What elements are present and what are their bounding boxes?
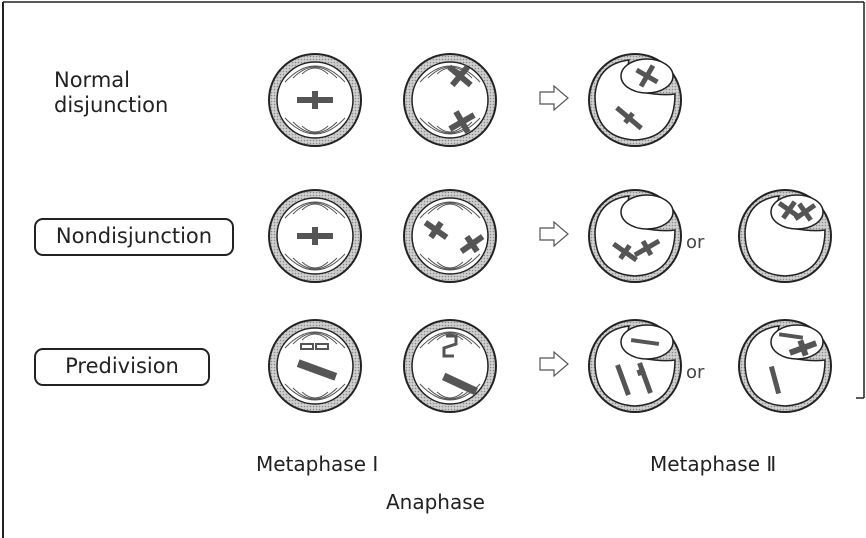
cell-metaphase1-nondisjunction (269, 190, 361, 282)
label-normal-disjunction: Normal disjunction (54, 68, 168, 118)
row-predivision (269, 320, 831, 412)
arrow-nondisjunction (540, 222, 568, 246)
row-normal (269, 54, 681, 146)
cell-metaphase2-nondisjunction-a (589, 190, 681, 282)
cell-metaphase2-predivision-a (589, 320, 681, 412)
label-nondisjunction: Nondisjunction (34, 218, 234, 256)
cell-anaphase-predivision (404, 320, 496, 412)
stage-label-metaphase1: Metaphase Ⅰ (256, 452, 378, 476)
or-label-nondisjunction: or (686, 232, 704, 253)
row-nondisjunction (269, 190, 831, 282)
cell-metaphase2-nondisjunction-b (739, 190, 831, 282)
cell-anaphase-nondisjunction (404, 190, 496, 282)
or-label-predivision: or (686, 362, 704, 383)
cell-metaphase1-predivision (269, 320, 361, 412)
label-predivision-text: Predivision (65, 354, 179, 378)
stage-label-metaphase2: Metaphase Ⅱ (650, 452, 776, 476)
label-nondisjunction-text: Nondisjunction (56, 224, 212, 248)
arrow-normal (540, 86, 568, 110)
stage-label-anaphase: Anaphase (386, 490, 485, 514)
cell-metaphase2-normal (589, 54, 681, 146)
arrow-predivision (540, 352, 568, 376)
cell-metaphase1-normal (269, 54, 361, 146)
cell-anaphase-normal (404, 54, 496, 146)
cell-metaphase2-predivision-b (739, 320, 831, 412)
label-predivision: Predivision (34, 348, 210, 386)
